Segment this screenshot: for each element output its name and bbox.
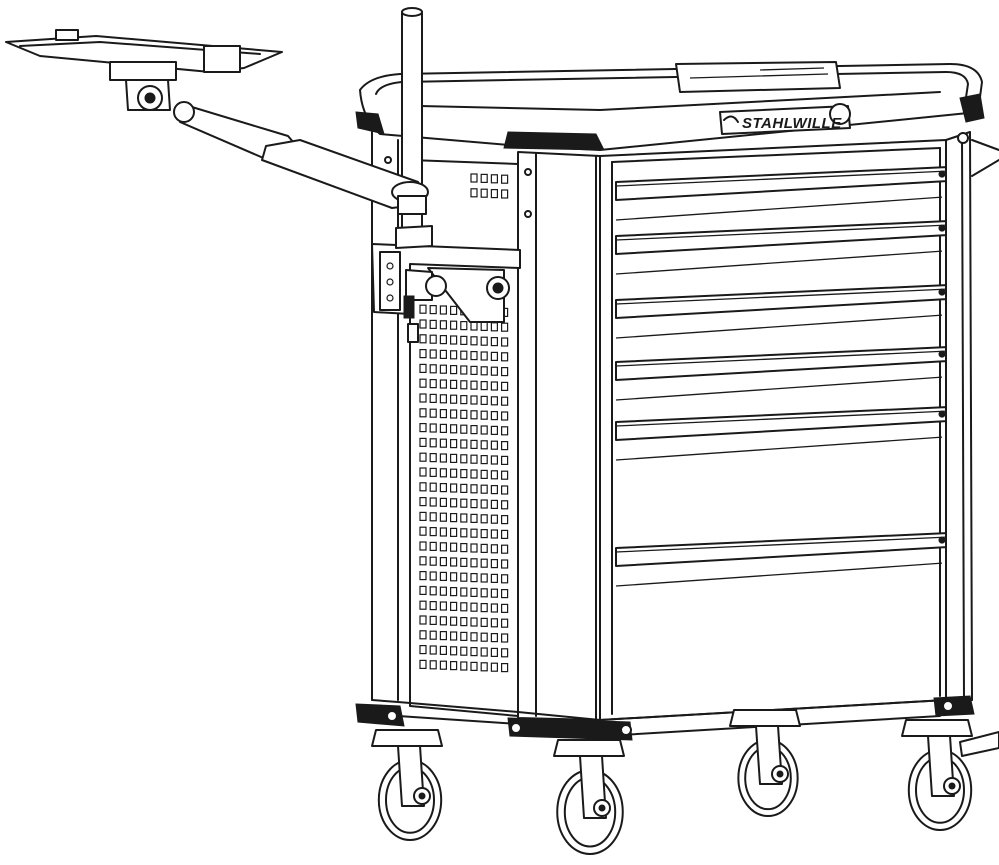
caster [371, 729, 443, 841]
corner-bumpers-top [355, 93, 985, 151]
worktop-tray [359, 61, 983, 151]
brake-pedal [959, 731, 999, 757]
drawer[interactable] [615, 346, 947, 401]
caster [729, 709, 801, 817]
drawer[interactable] [615, 284, 947, 339]
drawer[interactable] [615, 406, 947, 461]
perforated-side-panel [384, 156, 532, 717]
caster-wheels [371, 709, 999, 855]
perforation-grid [419, 173, 509, 673]
drawer-stack [615, 166, 947, 587]
drawer[interactable] [615, 220, 947, 275]
brand-label: STAHLWILLE [742, 115, 842, 132]
brand-badge: STAHLWILLE [719, 103, 851, 135]
corner-bumpers-bottom [355, 695, 975, 741]
tray-head [5, 29, 283, 111]
pole-clamp-bracket [371, 243, 521, 343]
caster [901, 719, 973, 831]
swivel-arm [173, 101, 429, 215]
caster [553, 739, 625, 855]
drawer[interactable] [615, 532, 947, 587]
drawer[interactable] [615, 166, 947, 221]
